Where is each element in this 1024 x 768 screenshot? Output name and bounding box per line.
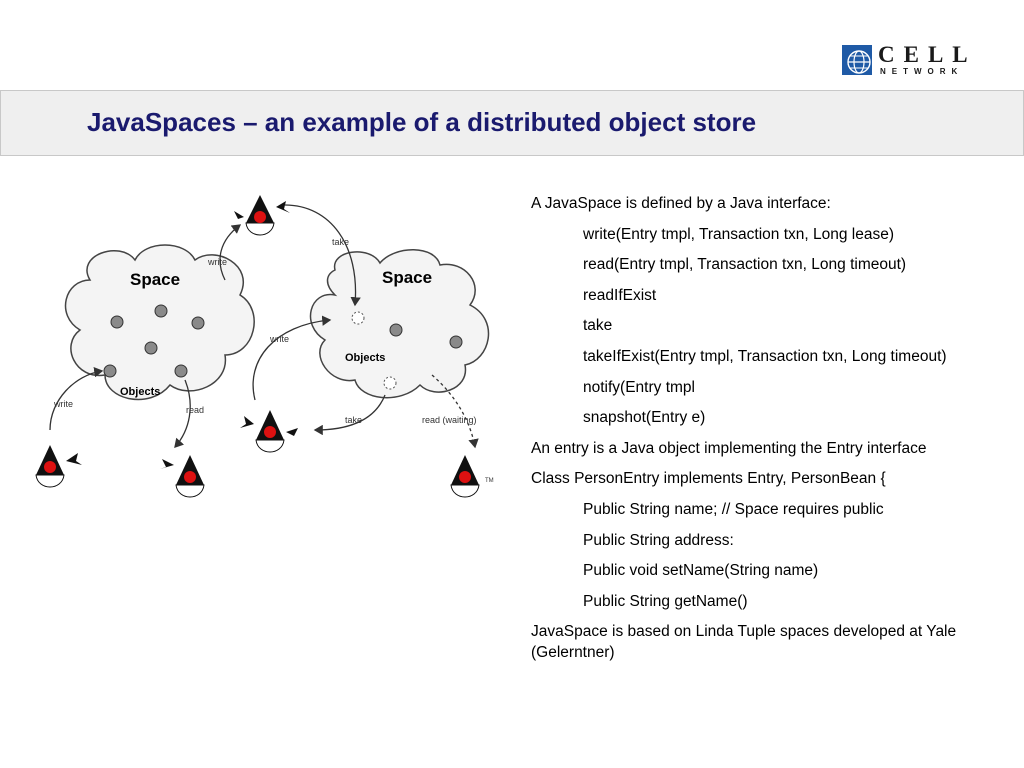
space-cloud-right: Space Objects [309, 249, 490, 399]
text-line: Public void setName(String name) [583, 562, 819, 580]
text-line: A JavaSpace is defined by a Java interfa… [531, 195, 831, 212]
space-label-right: Space [382, 268, 432, 287]
text-line: Class PersonEntry implements Entry, Pers… [531, 470, 886, 488]
text-line: An entry is a Java object implementing t… [531, 439, 927, 457]
label-write-mid: write [269, 334, 289, 344]
text-line: take [583, 317, 613, 335]
label-tm: TM [485, 478, 494, 484]
object-dot [103, 364, 117, 378]
object-dot [110, 315, 124, 329]
duke-mascot-icon [35, 445, 82, 488]
label-write-left: write [53, 399, 73, 409]
objects-label-left: Objects [120, 386, 160, 398]
label-read-waiting: read (waiting) [422, 415, 477, 425]
duke-mascot-icon [450, 455, 480, 498]
logo-network-text: NETWORK [880, 67, 964, 76]
cell-network-logo: CELL NETWORK [842, 42, 972, 77]
title-bar: JavaSpaces – an example of a distributed… [0, 90, 1024, 156]
label-take-bottom: take [345, 415, 362, 425]
label-read: read [186, 405, 204, 415]
label-write-top: write [207, 257, 227, 267]
text-line: Public String name; // Space requires pu… [583, 500, 884, 518]
text-line: Public String getName() [583, 592, 748, 610]
text-line: Public String address: [583, 531, 734, 549]
object-dot [389, 323, 403, 337]
text-line: snapshot(Entry e) [583, 409, 706, 427]
text-line: notify(Entry tmpl [583, 378, 695, 396]
duke-mascot-icon [240, 410, 298, 453]
text-line: readIfExist [583, 286, 657, 304]
object-dot [174, 364, 188, 378]
objects-label-right: Objects [345, 352, 385, 364]
text-line: write(Entry tmpl, Transaction txn, Long … [583, 225, 894, 243]
object-dot [154, 304, 168, 318]
duke-mascot-icon [232, 195, 290, 236]
label-take-top: take [332, 237, 349, 247]
space-cloud-left: Space Objects [64, 244, 255, 401]
object-dot [449, 335, 463, 349]
content-text: A JavaSpace is defined by a Java interfa… [531, 193, 1001, 663]
object-slot-empty [351, 311, 365, 325]
object-dot [144, 341, 158, 355]
text-line: JavaSpace is based on Linda Tuple spaces… [531, 623, 957, 662]
object-slot-empty [383, 376, 397, 390]
javaspaces-diagram: Space Objects Space Objects write take w… [35, 195, 494, 498]
page-title: JavaSpaces – an example of a distributed… [87, 107, 757, 137]
text-line: read(Entry tmpl, Transaction txn, Long t… [583, 256, 907, 274]
logo-cell-text: CELL [878, 42, 977, 67]
duke-mascot-icon [160, 455, 205, 498]
object-dot [191, 316, 205, 330]
space-label-left: Space [130, 270, 180, 289]
globe-icon [842, 45, 872, 75]
text-line: takeIfExist(Entry tmpl, Transaction txn,… [583, 347, 947, 365]
